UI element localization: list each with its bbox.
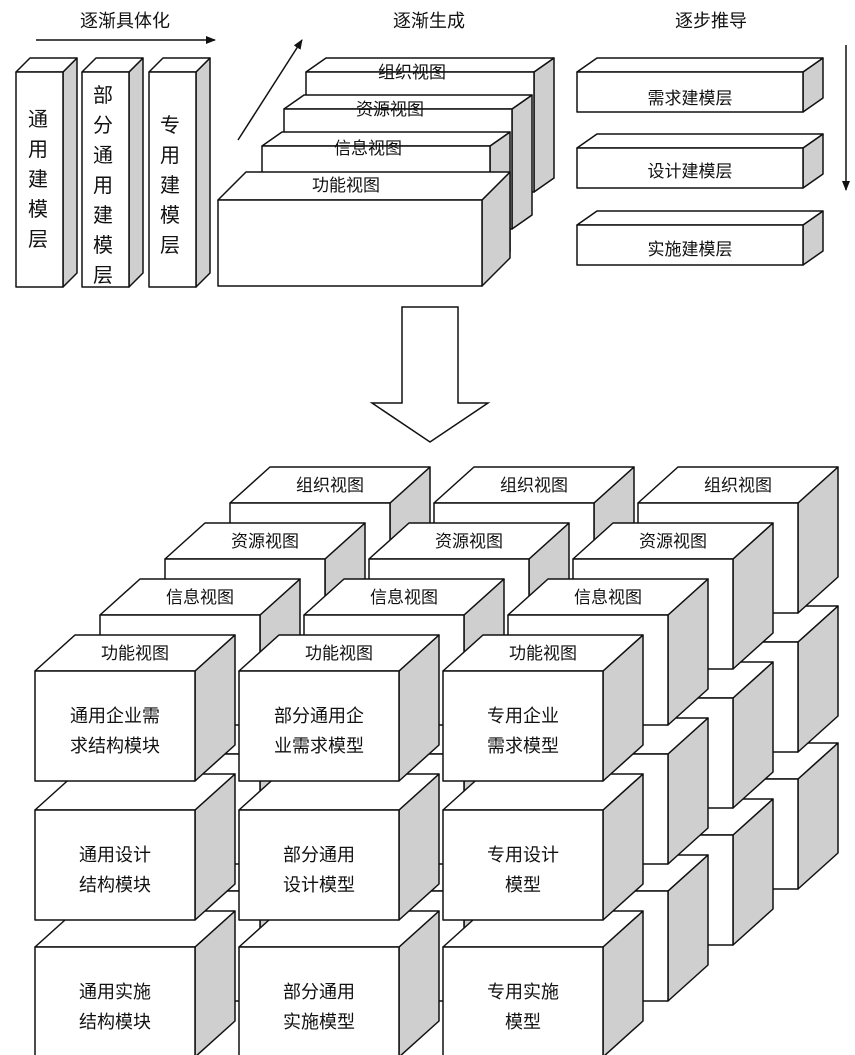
cube-front-cell-line: 需求模型 bbox=[487, 736, 559, 757]
cube-function-view-label: 功能视图 bbox=[509, 644, 577, 664]
modeling-layer-special-label: 专用建模层 bbox=[160, 113, 180, 257]
modeling-layer-special-box bbox=[148, 57, 211, 288]
cube-front-cell-line: 结构模块 bbox=[79, 875, 151, 896]
cube-front-cell-label: 专用实施模型 bbox=[487, 982, 559, 1033]
cube-function-r0-c1-box bbox=[238, 634, 440, 782]
header-gradual-generation: 逐渐生成 bbox=[393, 11, 465, 32]
cube-organization-view-label: 组织视图 bbox=[296, 476, 364, 496]
cube-front-cell-line: 设计模型 bbox=[283, 875, 355, 896]
derivation-design-label: 设计建模层 bbox=[648, 162, 733, 182]
cube-front-cell-label: 通用设计结构模块 bbox=[79, 845, 151, 896]
header-gradual-concretization: 逐渐具体化 bbox=[80, 11, 170, 32]
generation-arrow bbox=[237, 39, 303, 141]
cube-front-cell-line: 专用设计 bbox=[487, 845, 559, 866]
header-gradual-derivation: 逐步推导 bbox=[675, 11, 747, 32]
cube-front-cell-line: 业需求模型 bbox=[274, 736, 364, 757]
cube-front-cell-label: 部分通用设计模型 bbox=[283, 845, 355, 896]
modeling-layer-partial-box bbox=[81, 57, 144, 288]
derivation-implementation-box bbox=[576, 210, 824, 266]
cube-function-r2-c0-box bbox=[34, 910, 236, 1055]
cube-front-cell-line: 通用设计 bbox=[79, 845, 151, 866]
cube-information-view-label: 信息视图 bbox=[370, 588, 438, 608]
cube-front-cell-line: 部分通用 bbox=[283, 982, 355, 1003]
view-organization-label: 组织视图 bbox=[378, 63, 446, 83]
derivation-implementation-label: 实施建模层 bbox=[648, 240, 733, 260]
cube-front-cell-line: 模型 bbox=[505, 1012, 541, 1033]
view-function-box bbox=[217, 171, 511, 287]
modeling-layer-partial-label: 部分通用建模层 bbox=[93, 83, 113, 287]
cube-function-r0-c2-box bbox=[442, 634, 644, 782]
view-function-label: 功能视图 bbox=[312, 176, 380, 196]
cube-information-view-label: 信息视图 bbox=[574, 588, 642, 608]
cube-front-cell-line: 部分通用企 bbox=[274, 706, 364, 727]
cube-function-r1-c1-box bbox=[238, 773, 440, 921]
transform-down-arrow bbox=[369, 306, 491, 443]
cube-resource-view-label: 资源视图 bbox=[435, 532, 503, 552]
cube-front-cell-line: 通用实施 bbox=[79, 982, 151, 1003]
cube-resource-view-label: 资源视图 bbox=[639, 532, 707, 552]
view-resource-label: 资源视图 bbox=[356, 100, 424, 120]
derivation-requirement-box bbox=[576, 57, 824, 113]
modeling-layer-general-label: 通用建模层 bbox=[28, 107, 48, 251]
cube-function-r1-c2-box bbox=[442, 773, 644, 921]
cube-front-cell-line: 实施模型 bbox=[283, 1012, 355, 1033]
cube-front-cell-line: 模型 bbox=[505, 875, 541, 896]
cube-information-view-label: 信息视图 bbox=[166, 588, 234, 608]
cube-front-cell-label: 通用企业需求结构模块 bbox=[70, 706, 160, 757]
cube-front-cell-label: 部分通用实施模型 bbox=[283, 982, 355, 1033]
derivation-requirement-label: 需求建模层 bbox=[648, 89, 733, 109]
cube-front-cell-label: 专用设计模型 bbox=[487, 845, 559, 896]
boxes-layer bbox=[15, 57, 839, 1055]
cube-function-r0-c0-box bbox=[34, 634, 236, 782]
cube-front-cell-line: 专用企业 bbox=[487, 706, 559, 727]
cube-front-cell-line: 结构模块 bbox=[79, 1012, 151, 1033]
cube-function-r1-c0-box bbox=[34, 773, 236, 921]
cube-function-r2-c2-box bbox=[442, 910, 644, 1055]
cube-function-view-label: 功能视图 bbox=[305, 644, 373, 664]
cube-front-cell-label: 通用实施结构模块 bbox=[79, 982, 151, 1033]
cube-function-view-label: 功能视图 bbox=[101, 644, 169, 664]
derivation-design-box bbox=[576, 133, 824, 189]
view-information-label: 信息视图 bbox=[334, 139, 402, 159]
modeling-layer-general-box bbox=[15, 57, 78, 288]
cube-front-cell-line: 通用企业需 bbox=[70, 706, 160, 727]
cube-organization-view-label: 组织视图 bbox=[500, 476, 568, 496]
cube-resource-view-label: 资源视图 bbox=[231, 532, 299, 552]
modeling-layer-labels: 通用建模层 部分通用建模层 专用建模层 bbox=[28, 83, 180, 287]
cube-front-cell-line: 部分通用 bbox=[283, 845, 355, 866]
cube-front-cell-label: 部分通用企业需求模型 bbox=[274, 706, 364, 757]
cube-organization-view-label: 组织视图 bbox=[704, 476, 772, 496]
cube-front-cell-label: 专用企业需求模型 bbox=[487, 706, 559, 757]
cube-front-cell-line: 专用实施 bbox=[487, 982, 559, 1003]
cube-front-cell-line: 求结构模块 bbox=[70, 736, 160, 757]
